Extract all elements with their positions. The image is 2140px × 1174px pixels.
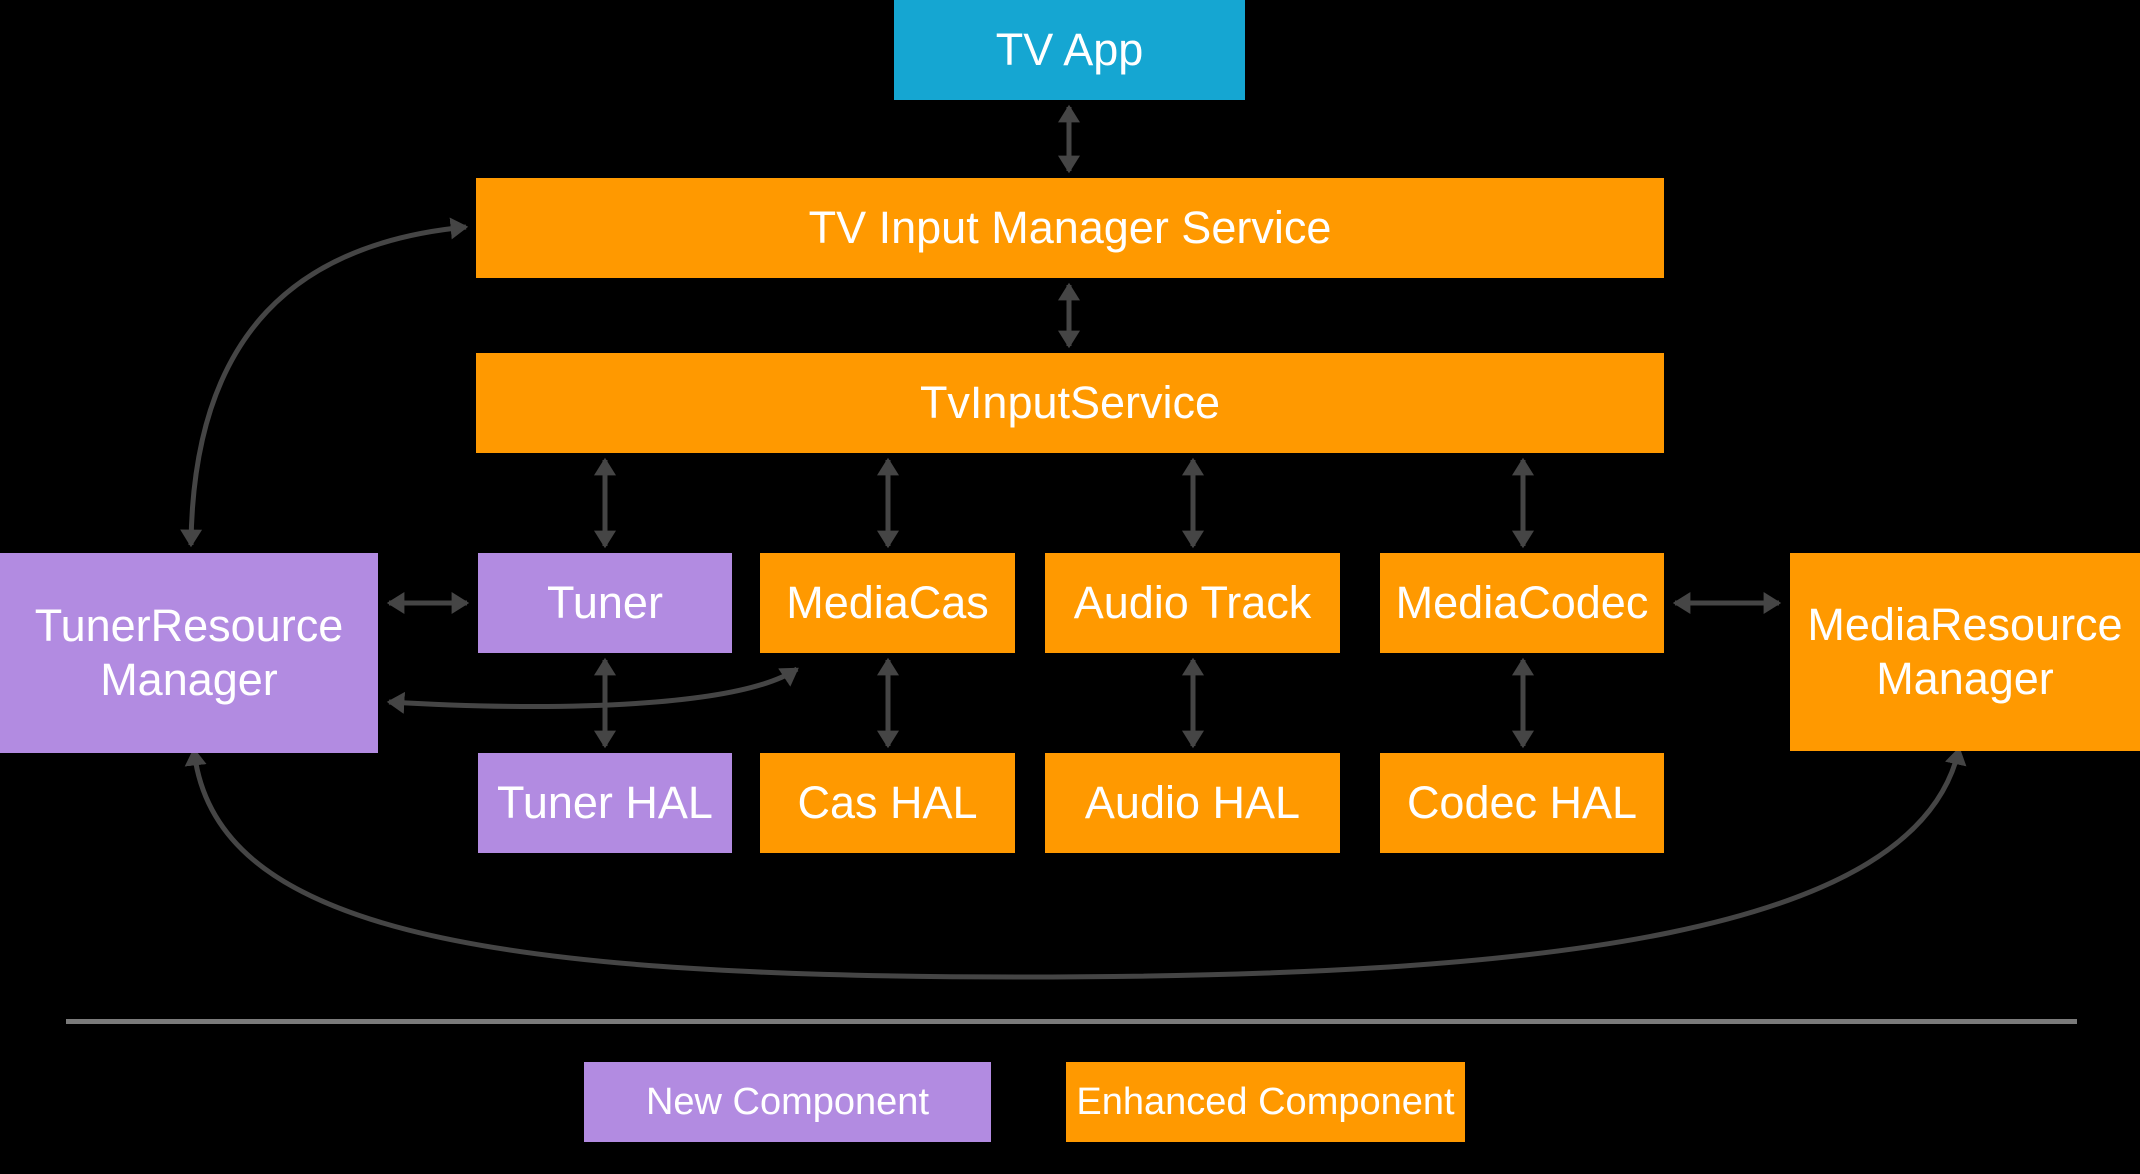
node-mediacodec: MediaCodec [1380,553,1664,653]
node-tuner-hal: Tuner HAL [478,753,732,853]
node-mediacodec-label: MediaCodec [1395,577,1649,628]
node-tv-app-label: TV App [995,24,1144,75]
node-media-resource-manager-label-line1: MediaResource [1807,599,2123,650]
edge-trm-mrm-curve [184,746,1967,980]
node-tvinputservice-label: TvInputService [919,377,1221,428]
node-audio-track: Audio Track [1045,553,1340,653]
node-tv-input-manager-service: TV Input Manager Service [476,178,1664,278]
node-media-resource-manager-label-line2: Manager [1876,653,2054,704]
node-audio-track-label: Audio Track [1073,577,1312,628]
node-tvinputservice: TvInputService [476,353,1664,453]
node-codec-hal-label: Codec HAL [1406,777,1638,828]
legend-divider [66,1019,2077,1024]
node-cas-hal: Cas HAL [760,753,1015,853]
edge-trm-tims-curve [180,217,469,548]
node-mediacas-label: MediaCas [786,577,989,628]
node-tuner-resource-manager-label-line2: Manager [100,654,278,705]
node-codec-hal: Codec HAL [1380,753,1664,853]
node-tuner-hal-label: Tuner HAL [497,777,713,828]
node-mediacas: MediaCas [760,553,1015,653]
legend-new-component: New Component [584,1062,991,1142]
node-audio-hal: Audio HAL [1045,753,1340,853]
node-cas-hal-label: Cas HAL [797,777,978,828]
legend-new-component-label: New Component [645,1080,930,1123]
node-tuner-resource-manager: TunerResource Manager [0,553,378,753]
node-tuner-label: Tuner [547,577,663,628]
edge-trm-mediacas-curve [386,666,799,714]
node-tv-input-manager-service-label: TV Input Manager Service [808,202,1332,253]
node-audio-hal-label: Audio HAL [1084,777,1301,828]
node-tuner-resource-manager-label-line1: TunerResource [34,600,344,651]
legend-enhanced-component: Enhanced Component [1066,1062,1465,1142]
node-tuner: Tuner [478,553,732,653]
legend-enhanced-component-label: Enhanced Component [1076,1080,1455,1123]
node-tv-app: TV App [894,0,1245,100]
node-media-resource-manager: MediaResource Manager [1790,553,2140,751]
